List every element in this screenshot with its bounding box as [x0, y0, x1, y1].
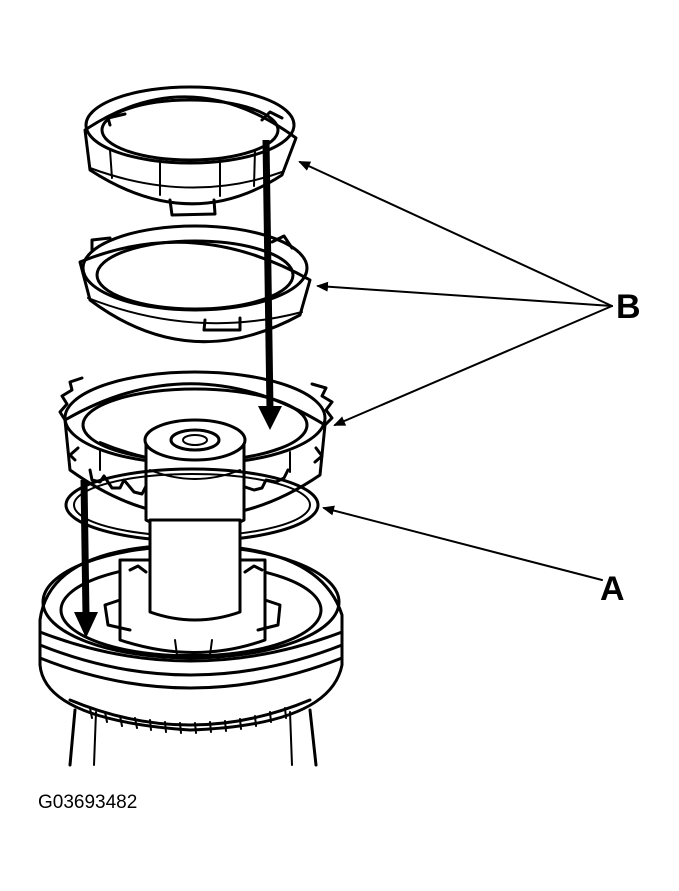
clutch-drum	[38, 518, 344, 767]
leader-lines-b	[298, 161, 613, 426]
leader-line-a	[322, 505, 603, 581]
split-ring-top	[83, 85, 298, 217]
split-ring-middle	[78, 224, 312, 344]
callout-b-label: B	[616, 288, 641, 326]
callout-a-label: A	[600, 570, 625, 608]
toothed-retainer	[58, 370, 334, 534]
install-arrow-right	[258, 139, 282, 430]
install-arrow-left	[74, 479, 98, 638]
figure-code: G03693482	[38, 792, 137, 813]
